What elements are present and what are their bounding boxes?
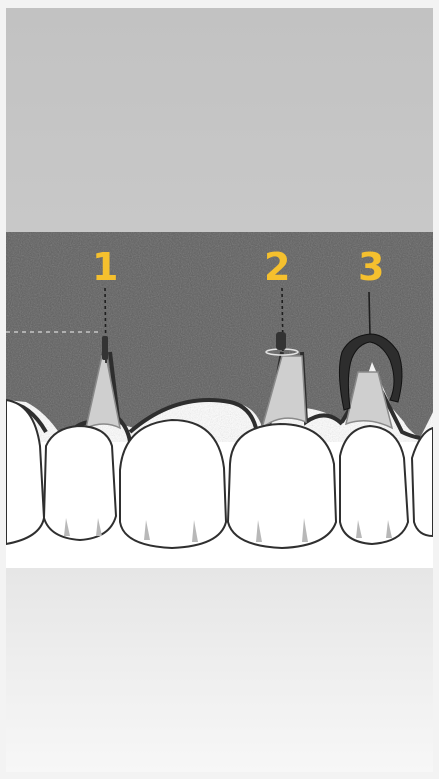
image-frame: 1 2 3: [6, 8, 433, 772]
tooth-2: [44, 426, 116, 540]
top-gray-band: [6, 8, 433, 232]
tooth-5: [340, 426, 408, 544]
label-1: 1: [92, 245, 118, 289]
teeth-diagram-svg: 1 2 3: [6, 232, 433, 568]
label-2: 2: [264, 245, 290, 289]
tooth-3: [120, 420, 226, 548]
bottom-gray-band: [6, 568, 433, 772]
dental-illustration: 1 2 3: [6, 232, 433, 568]
tooth-4: [228, 424, 336, 548]
tooth-6: [412, 428, 433, 536]
label-3: 3: [358, 245, 384, 289]
